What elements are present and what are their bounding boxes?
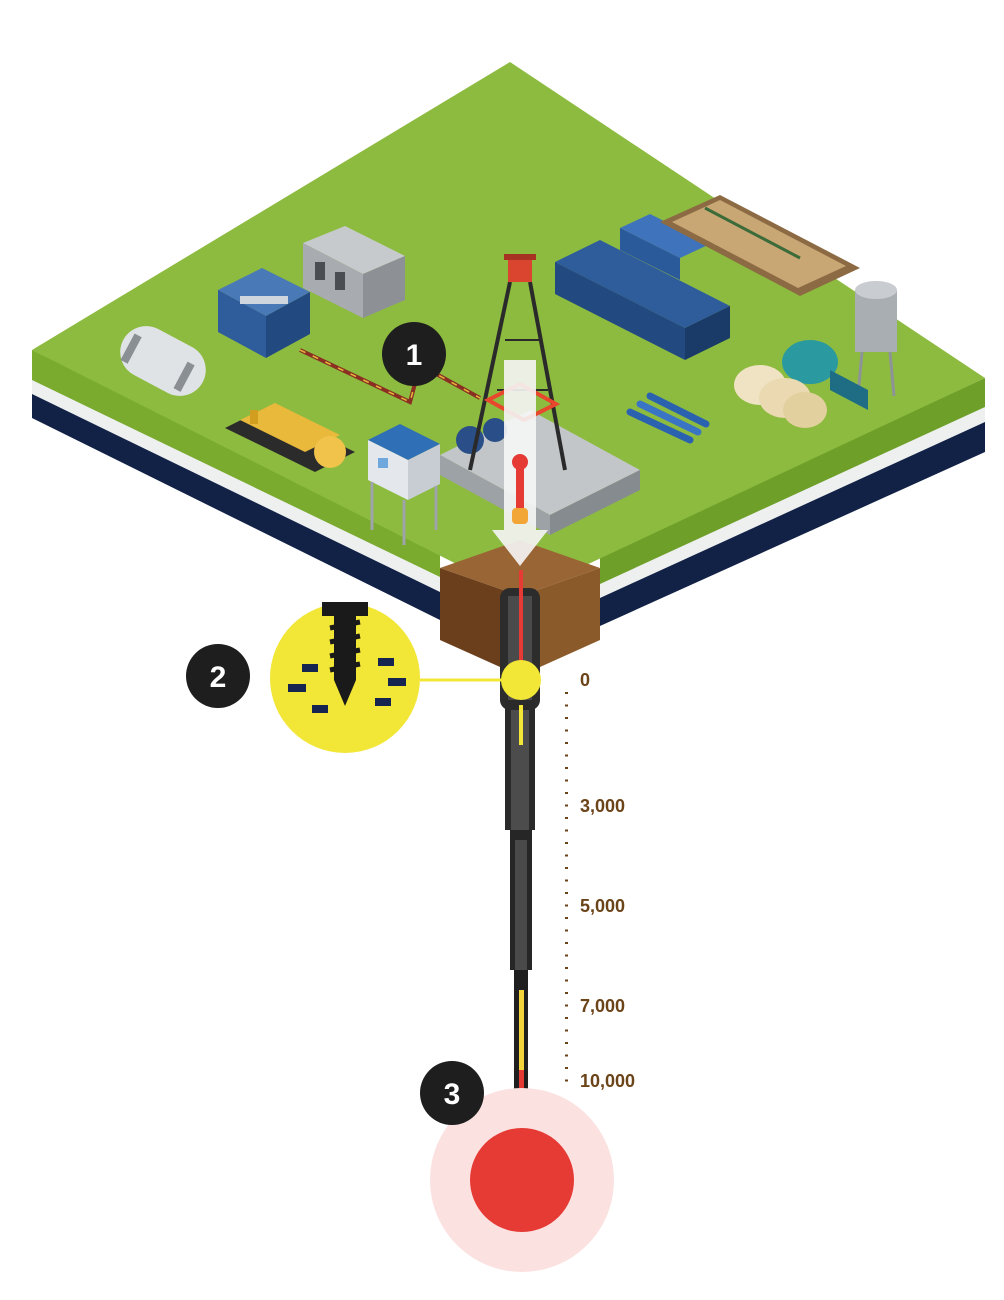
depth-tick bbox=[565, 1017, 568, 1019]
depth-tick bbox=[565, 904, 568, 907]
depth-tick bbox=[565, 779, 568, 782]
depth-tick bbox=[565, 817, 568, 819]
depth-tick bbox=[565, 729, 568, 732]
rock-fragment bbox=[312, 705, 328, 713]
marker-1: 1 bbox=[382, 322, 446, 386]
ground-platform bbox=[32, 62, 985, 676]
water-silo bbox=[855, 281, 897, 397]
storage-tank-horizontal bbox=[120, 326, 206, 396]
depth-tick bbox=[565, 1067, 568, 1069]
settling-ponds bbox=[660, 195, 860, 296]
depth-label-3000: 3,000 bbox=[580, 796, 625, 816]
depth-tick bbox=[565, 767, 568, 769]
depth-tick bbox=[565, 754, 568, 757]
marker-2: 2 bbox=[186, 644, 250, 708]
depth-tick bbox=[565, 1054, 568, 1057]
depth-tick bbox=[565, 692, 568, 694]
depth-tick bbox=[565, 954, 568, 957]
depth-tick bbox=[565, 792, 568, 794]
depth-label-0: 0 bbox=[580, 670, 590, 690]
control-cabin bbox=[368, 424, 440, 545]
depth-tick bbox=[565, 867, 568, 869]
rock-fragment bbox=[378, 658, 394, 666]
platform-grass-left bbox=[32, 350, 440, 577]
depth-scale: 0 3,000 5,000 7,000 10,000 bbox=[565, 670, 635, 1091]
turbine-unit bbox=[782, 340, 868, 410]
depth-tick bbox=[565, 992, 568, 994]
depth-scale-dots bbox=[565, 692, 568, 1082]
drill-detail-callout bbox=[270, 602, 541, 753]
screw-drill-icon bbox=[322, 602, 368, 706]
depth-tick bbox=[565, 879, 568, 882]
depth-tick bbox=[565, 717, 568, 719]
depth-tick bbox=[565, 1004, 568, 1007]
depth-label-10000: 10,000 bbox=[580, 1071, 635, 1091]
platform-white-right bbox=[600, 405, 985, 598]
callout-origin-dot bbox=[501, 660, 541, 700]
heat-reservoir bbox=[470, 1128, 574, 1232]
rock-fragment bbox=[375, 698, 391, 706]
drill-flow-arrow bbox=[492, 360, 548, 566]
depth-tick bbox=[565, 967, 568, 969]
platform-grass-top bbox=[32, 62, 985, 596]
generator-container bbox=[218, 268, 310, 358]
rock-fragment bbox=[288, 684, 306, 692]
marker-3: 3 bbox=[420, 1061, 484, 1125]
depth-tick bbox=[565, 829, 568, 832]
depth-tick bbox=[565, 804, 568, 807]
rock-fragment bbox=[302, 664, 318, 672]
office-container bbox=[303, 226, 405, 318]
engine-unit bbox=[225, 403, 355, 472]
platform-grass-right bbox=[600, 378, 985, 584]
well-bore bbox=[500, 570, 540, 1140]
depth-tick bbox=[565, 979, 568, 982]
depth-tick bbox=[565, 892, 568, 894]
platform-navy-left bbox=[32, 392, 440, 620]
marker-1-label: 1 bbox=[406, 339, 423, 372]
depth-tick bbox=[565, 842, 568, 844]
marker-3-label: 3 bbox=[444, 1078, 461, 1111]
marker-2-label: 2 bbox=[210, 661, 227, 694]
pipe-stack bbox=[626, 392, 710, 444]
depth-label-7000: 7,000 bbox=[580, 996, 625, 1016]
depth-tick bbox=[565, 742, 568, 744]
depth-tick bbox=[565, 854, 568, 857]
depth-tick bbox=[565, 1079, 568, 1082]
platform-navy-right bbox=[600, 420, 985, 626]
depth-tick bbox=[565, 704, 568, 707]
depth-tick bbox=[565, 942, 568, 944]
cooling-tower-block bbox=[620, 214, 710, 280]
depth-tick bbox=[565, 929, 568, 932]
depth-label-5000: 5,000 bbox=[580, 896, 625, 916]
depth-tick bbox=[565, 1029, 568, 1032]
fluid-tanks bbox=[734, 365, 827, 428]
depth-tick bbox=[565, 917, 568, 919]
platform-white-left bbox=[32, 378, 440, 592]
rock-fragment bbox=[388, 678, 406, 686]
depth-tick bbox=[565, 1042, 568, 1044]
cooling-units bbox=[555, 240, 730, 360]
